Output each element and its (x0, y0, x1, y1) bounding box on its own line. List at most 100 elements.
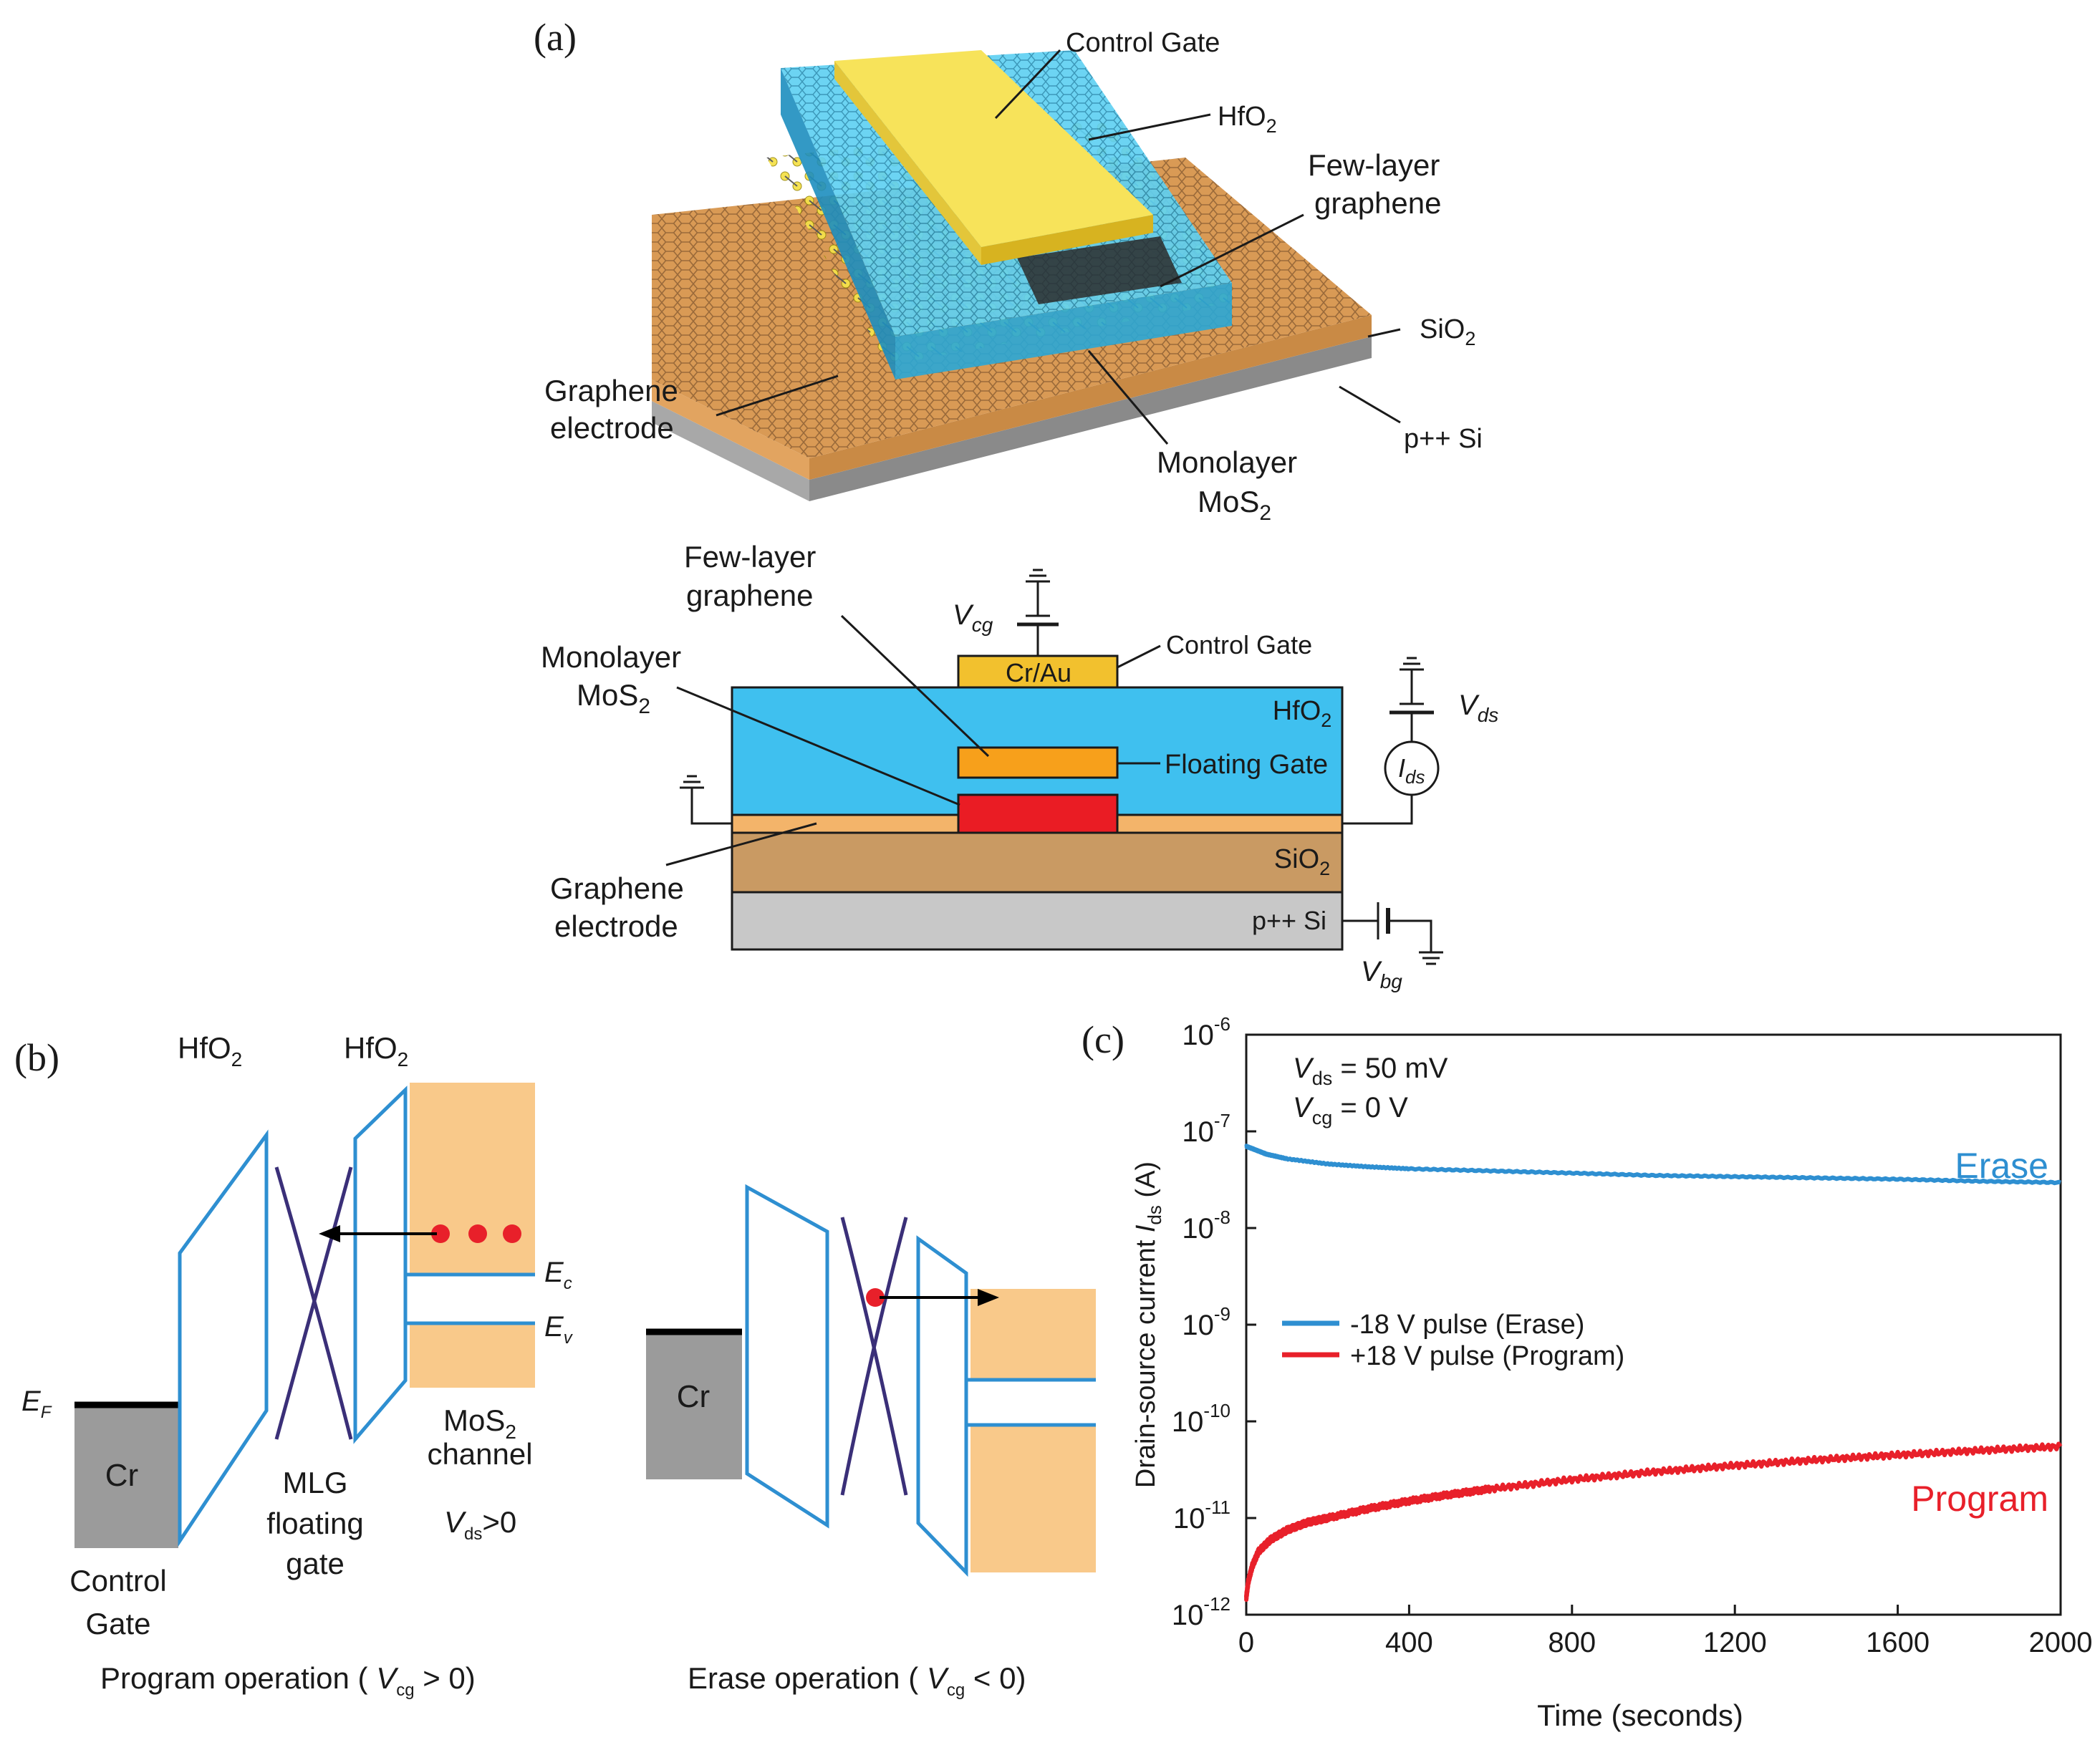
substrate-sio2-side-left (652, 380, 809, 480)
cross-few-layer-2: graphene (686, 579, 814, 612)
control-gate-b-2: Gate (85, 1607, 150, 1640)
label-3d-hfo2: HfO2 (1218, 102, 1277, 137)
legend-program-text: +18 V pulse (Program) (1350, 1341, 1624, 1371)
electron-2 (468, 1224, 487, 1243)
x-tick-label: 2000 (2029, 1627, 2093, 1658)
device-3d-labels (716, 49, 1401, 445)
erase-caption: Erase operation ( Vcg < 0) (688, 1661, 1026, 1700)
hfo2-block-side (895, 283, 1232, 380)
control-gate-b-1: Control (69, 1564, 166, 1598)
erase-curve-label: Erase (1955, 1146, 2048, 1186)
vcg-label: Vcg (953, 599, 993, 636)
erase-electron (866, 1288, 885, 1307)
x-tick-label: 800 (1548, 1627, 1596, 1658)
cross-graphene-2: electrode (554, 909, 678, 943)
y-axis-label: Drain-source current Ids (A) (1131, 1161, 1165, 1488)
leader-cross-control-gate (1117, 644, 1161, 669)
mos2-channel-block (957, 793, 1119, 834)
x-axis-label: Time (seconds) (1537, 1698, 1743, 1732)
leader-graphene (716, 374, 839, 417)
program-dirac-cone-2 (274, 1166, 353, 1440)
si-layer (731, 891, 1344, 951)
electron-3 (503, 1224, 521, 1243)
y-tick-label: 10-7 (1182, 1110, 1230, 1148)
ids-label: Ids (1398, 753, 1425, 788)
leader-psi (1339, 385, 1401, 424)
panel-b-label: (b) (14, 1036, 59, 1079)
cross-graphene-1: Graphene (550, 871, 684, 905)
substrate-si-side-right (809, 337, 1372, 501)
program-mos2-valence (410, 1323, 535, 1388)
leader-cross-graphene (665, 822, 817, 866)
erase-cr-label: Cr (677, 1379, 710, 1414)
erase-diagram: Cr Erase operation ( Vcg < 0) (646, 1184, 1096, 1700)
sio2-layer (731, 831, 1344, 894)
ec-label: Ec (544, 1257, 572, 1293)
cross-psi-label: p++ Si (1252, 906, 1326, 935)
hfo2-b-label: HfO2 (344, 1031, 408, 1070)
substrate-si-side-left (652, 401, 809, 501)
y-tick-label: 10-12 (1172, 1593, 1230, 1631)
erase-series-line (1244, 1144, 2061, 1186)
vcg-source (1017, 569, 1059, 656)
leader-few-layer (1160, 213, 1304, 288)
y-tick-label: 10-8 (1182, 1207, 1230, 1244)
leader-cross-mono (676, 686, 960, 806)
panel-a-label: (a) (534, 16, 577, 59)
program-hfo2-barrier-2 (353, 1086, 408, 1444)
few-layer-graphene-core (1017, 236, 1182, 304)
y-tick-label: 10-10 (1172, 1400, 1230, 1438)
program-diagram: Cr EF Ec Ev HfO2 HfO2 MoS2 channel Vds>0… (21, 1031, 574, 1700)
label-3d-sio2: SiO2 (1420, 314, 1475, 349)
program-mos2-conduction (410, 1083, 535, 1275)
leader-hfo2 (1088, 113, 1211, 141)
program-tunnel-arrowhead (319, 1225, 340, 1242)
cross-hfo2-label: HfO2 (1273, 696, 1332, 731)
erase-mos2-conduction (970, 1289, 1096, 1380)
control-gate-3d-top (834, 50, 1153, 247)
leader-cross-few-layer (840, 614, 990, 758)
vbg-label: Vbg (1361, 956, 1402, 992)
x-tick-label: 1200 (1703, 1627, 1767, 1658)
program-series-line (1244, 1441, 2063, 1603)
label-3d-few-layer-1: Few-layer (1308, 148, 1440, 182)
legend-erase-text: -18 V pulse (Erase) (1350, 1310, 1584, 1340)
leader-sio2 (1367, 328, 1401, 338)
cross-mono-2: MoS2 (577, 678, 650, 718)
erase-hfo2-barrier-2 (916, 1235, 968, 1577)
label-3d-few-layer-2: graphene (1314, 186, 1442, 220)
program-hfo2-barrier-1 (178, 1129, 269, 1547)
x-tick-label: 1600 (1866, 1627, 1930, 1658)
channel-label: channel (427, 1437, 532, 1471)
panel-b: (b) Cr EF Ec Ev HfO2 HfO2 MoS2 chann (14, 1031, 1096, 1700)
ef-label: EF (21, 1386, 52, 1422)
x-tick-label: 0 (1238, 1627, 1254, 1658)
label-3d-mono-2: MoS2 (1198, 485, 1271, 525)
device-3d-illustration (652, 50, 1372, 501)
program-cr-block (74, 1405, 178, 1548)
vbg-source (1342, 902, 1443, 965)
program-caption: Program operation ( Vcg > 0) (100, 1661, 476, 1700)
cross-section: Cr/Au HfO2 SiO2 p++ Si Floating Gate Con… (541, 540, 1498, 992)
mos2-label: MoS2 (443, 1403, 516, 1443)
vds-ids-circuit (1342, 657, 1440, 825)
ev-label: Ev (544, 1311, 574, 1348)
leader-mono (1087, 350, 1169, 445)
vds-cond-label: Vds>0 (444, 1505, 516, 1544)
cross-sio2-label: SiO2 (1274, 844, 1330, 879)
y-tick-label: 10-11 (1173, 1497, 1230, 1534)
control-gate-3d-side (981, 215, 1153, 265)
cross-control-gate-label: Control Gate (1166, 630, 1312, 659)
erase-tunnel-arrowhead (978, 1289, 999, 1306)
cross-mono-1: Monolayer (541, 640, 681, 674)
cross-few-layer-1: Few-layer (684, 540, 816, 574)
mlg-label-2: floating (266, 1507, 363, 1540)
cond-vcg: Vcg = 0 V (1293, 1092, 1408, 1128)
floating-gate-label: Floating Gate (1165, 750, 1328, 780)
panel-c-label: (c) (1082, 1018, 1124, 1061)
erase-cr-block (646, 1332, 742, 1479)
substrate-sio2-side-right (809, 315, 1372, 480)
